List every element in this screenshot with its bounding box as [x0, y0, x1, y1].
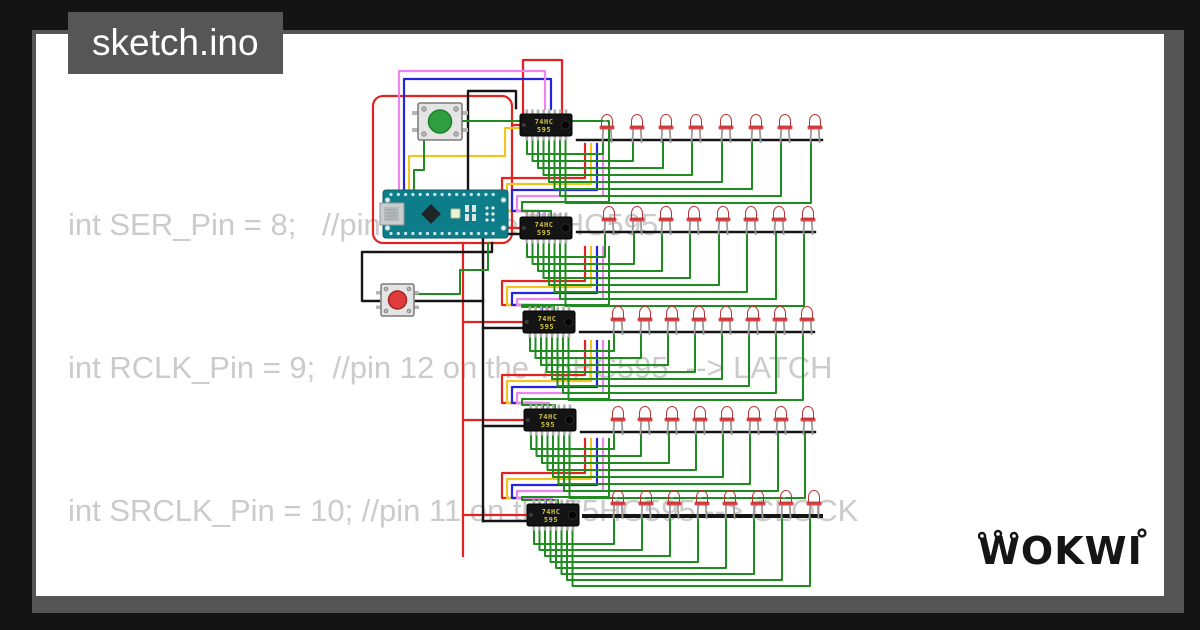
- led-row-3: [609, 305, 816, 335]
- arduino-nano: [379, 189, 509, 239]
- chip-label: 595: [540, 323, 554, 331]
- led: [636, 405, 654, 435]
- led: [665, 489, 683, 519]
- chip-label: 595: [537, 126, 551, 134]
- led-row-4: [609, 405, 817, 435]
- led: [628, 113, 646, 143]
- led: [744, 305, 762, 335]
- shift-register-5: 74HC 595: [526, 499, 580, 531]
- led: [663, 405, 681, 435]
- led: [717, 305, 735, 335]
- chip-label: 74HC: [535, 221, 554, 229]
- chip-label: 74HC: [542, 508, 561, 516]
- led: [799, 205, 817, 235]
- led: [600, 205, 618, 235]
- led: [747, 113, 765, 143]
- led-row-1: [598, 113, 824, 143]
- chip-label: 595: [537, 229, 551, 237]
- led: [691, 405, 709, 435]
- chip-label: 74HC: [535, 118, 554, 126]
- led: [798, 305, 816, 335]
- led: [777, 489, 795, 519]
- led: [771, 305, 789, 335]
- led: [721, 489, 739, 519]
- led-row-2: [600, 205, 817, 235]
- led: [770, 205, 788, 235]
- shift-register-2: 74HC 595: [519, 212, 573, 244]
- led: [598, 113, 616, 143]
- led: [663, 305, 681, 335]
- led: [609, 405, 627, 435]
- shift-register-4: 74HC 595: [523, 404, 577, 436]
- led: [714, 205, 732, 235]
- wokwi-logo: WOKWI: [977, 527, 1153, 578]
- led: [745, 405, 763, 435]
- led: [693, 489, 711, 519]
- wokwi-logo-text: WOKWI: [978, 529, 1143, 573]
- led: [609, 489, 627, 519]
- led: [685, 205, 703, 235]
- shift-register-3: 74HC 595: [522, 306, 576, 338]
- led: [742, 205, 760, 235]
- shift-register-1: 74HC 595: [519, 109, 573, 141]
- led: [609, 305, 627, 335]
- led: [749, 489, 767, 519]
- led: [636, 305, 654, 335]
- chip-label: 74HC: [538, 315, 557, 323]
- green-signal-wires: [413, 120, 812, 587]
- led: [805, 489, 823, 519]
- led: [717, 113, 735, 143]
- led: [628, 205, 646, 235]
- file-title-box: sketch.ino: [68, 12, 283, 74]
- file-title: sketch.ino: [92, 22, 259, 63]
- chip-label: 595: [544, 516, 558, 524]
- wokwi-logo-dots: [977, 528, 1147, 541]
- led: [687, 113, 705, 143]
- led: [657, 205, 675, 235]
- led: [772, 405, 790, 435]
- led: [806, 113, 824, 143]
- led: [799, 405, 817, 435]
- led: [776, 113, 794, 143]
- chip-label: 595: [541, 421, 555, 429]
- black-ground-wires: [360, 89, 824, 523]
- chip-label: 74HC: [539, 413, 558, 421]
- pushbutton-red: [376, 283, 419, 317]
- led-row-5: [609, 489, 823, 519]
- led: [637, 489, 655, 519]
- pushbutton-green: [412, 102, 468, 141]
- led: [690, 305, 708, 335]
- led: [718, 405, 736, 435]
- led: [657, 113, 675, 143]
